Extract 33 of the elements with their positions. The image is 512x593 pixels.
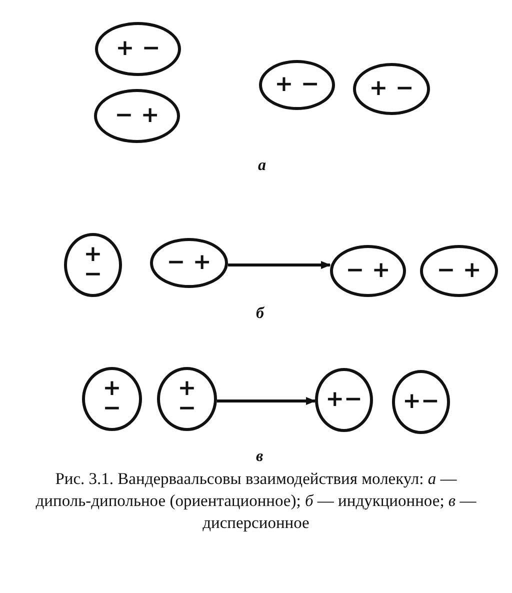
molecule-ellipse	[353, 63, 430, 115]
charge-sign: −	[102, 399, 122, 419]
panel-letter: в	[256, 448, 264, 466]
charge-sign: + −	[116, 39, 160, 59]
molecule-ellipse	[330, 245, 406, 297]
molecule-ellipse	[150, 238, 228, 288]
charge-sign: −	[84, 265, 102, 285]
molecule-ellipse	[157, 367, 217, 431]
charge-sign: +−	[326, 390, 362, 410]
molecule-ellipse	[392, 370, 450, 434]
molecule-ellipse	[315, 368, 373, 432]
arrow	[217, 397, 316, 405]
charge-sign: + −	[274, 75, 320, 95]
charge-sign: +	[84, 245, 102, 265]
molecule-ellipse	[64, 233, 122, 297]
panel-letter: а	[258, 157, 266, 175]
charge-sign: − +	[346, 261, 390, 281]
molecule-ellipse	[95, 22, 181, 76]
arrow	[228, 261, 331, 269]
figure-caption: Рис. 3.1. Вандерваальсовы взаимодействия молекул: а — диполь-дипольное (ориентационное); б — индукционное; в — дисперсионное	[34, 468, 478, 534]
molecule-ellipse	[82, 367, 142, 431]
charge-sign: +	[102, 379, 122, 399]
charge-sign: +	[178, 379, 196, 399]
molecule-ellipse	[94, 89, 180, 143]
charge-sign: −	[178, 399, 196, 419]
charge-sign: − +	[436, 261, 482, 281]
charge-sign: +−	[402, 392, 440, 412]
charge-sign: − +	[166, 253, 212, 273]
molecule-ellipse	[259, 60, 335, 110]
panel-letter: б	[256, 305, 264, 323]
charge-sign: + −	[369, 79, 414, 99]
charge-sign: − +	[114, 106, 160, 126]
molecule-ellipse	[420, 245, 498, 297]
